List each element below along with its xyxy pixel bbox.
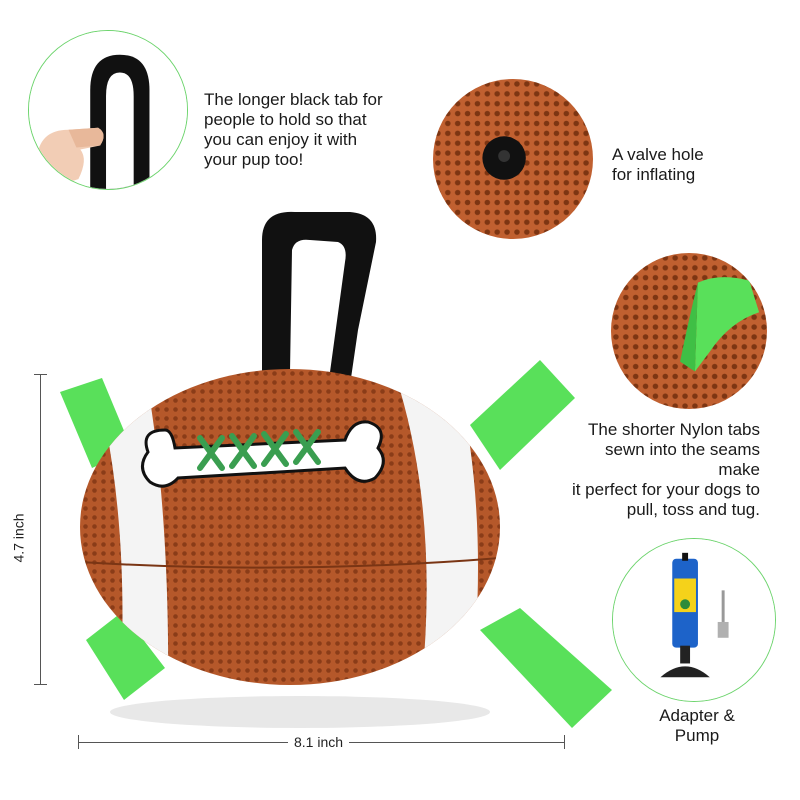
green-tab-left-bottom	[86, 612, 165, 700]
valve-closeup	[432, 78, 594, 240]
caption-line: pull, toss and tug.	[626, 500, 760, 519]
caption-line: sewn into the seams make	[605, 440, 760, 479]
black-tab-closeup	[28, 30, 188, 190]
caption-line: The longer black tab for	[204, 90, 383, 109]
black-tab-caption: The longer black tab for people to hold …	[204, 90, 383, 170]
nylon-tab-closeup	[610, 252, 768, 410]
caption-line: for inflating	[612, 165, 696, 184]
pump-icon	[660, 552, 710, 678]
caption-line: The shorter Nylon tabs	[588, 420, 760, 439]
bone-logo	[141, 420, 385, 488]
needle-adapter-icon	[717, 590, 729, 638]
caption-line: people to hold so that	[204, 110, 367, 129]
nylon-caption: The shorter Nylon tabs sewn into the sea…	[560, 420, 760, 520]
width-label: 8.1 inch	[288, 734, 350, 750]
caption-line: your pup too!	[204, 150, 304, 169]
valve-caption: A valve hole for inflating	[612, 145, 704, 185]
pump-closeup	[612, 538, 776, 702]
width-tick-left	[78, 735, 79, 749]
height-tick-top	[34, 374, 47, 375]
green-tab-right-top	[470, 360, 575, 470]
caption-line: Adapter &	[659, 706, 735, 725]
height-label: 4.7 inch	[10, 509, 27, 567]
height-tick-bottom	[34, 684, 47, 685]
width-tick-right	[564, 735, 565, 749]
caption-line: Pump	[674, 726, 720, 745]
height-dimension-line	[40, 374, 41, 684]
black-handle-tab	[262, 211, 377, 385]
green-tab-right-bottom	[480, 608, 612, 728]
caption-line: it perfect for your dogs to	[571, 480, 760, 499]
pump-caption: Adapter & Pump	[652, 706, 742, 746]
caption-line: you can enjoy it with	[204, 130, 358, 149]
caption-line: A valve hole	[612, 145, 704, 164]
